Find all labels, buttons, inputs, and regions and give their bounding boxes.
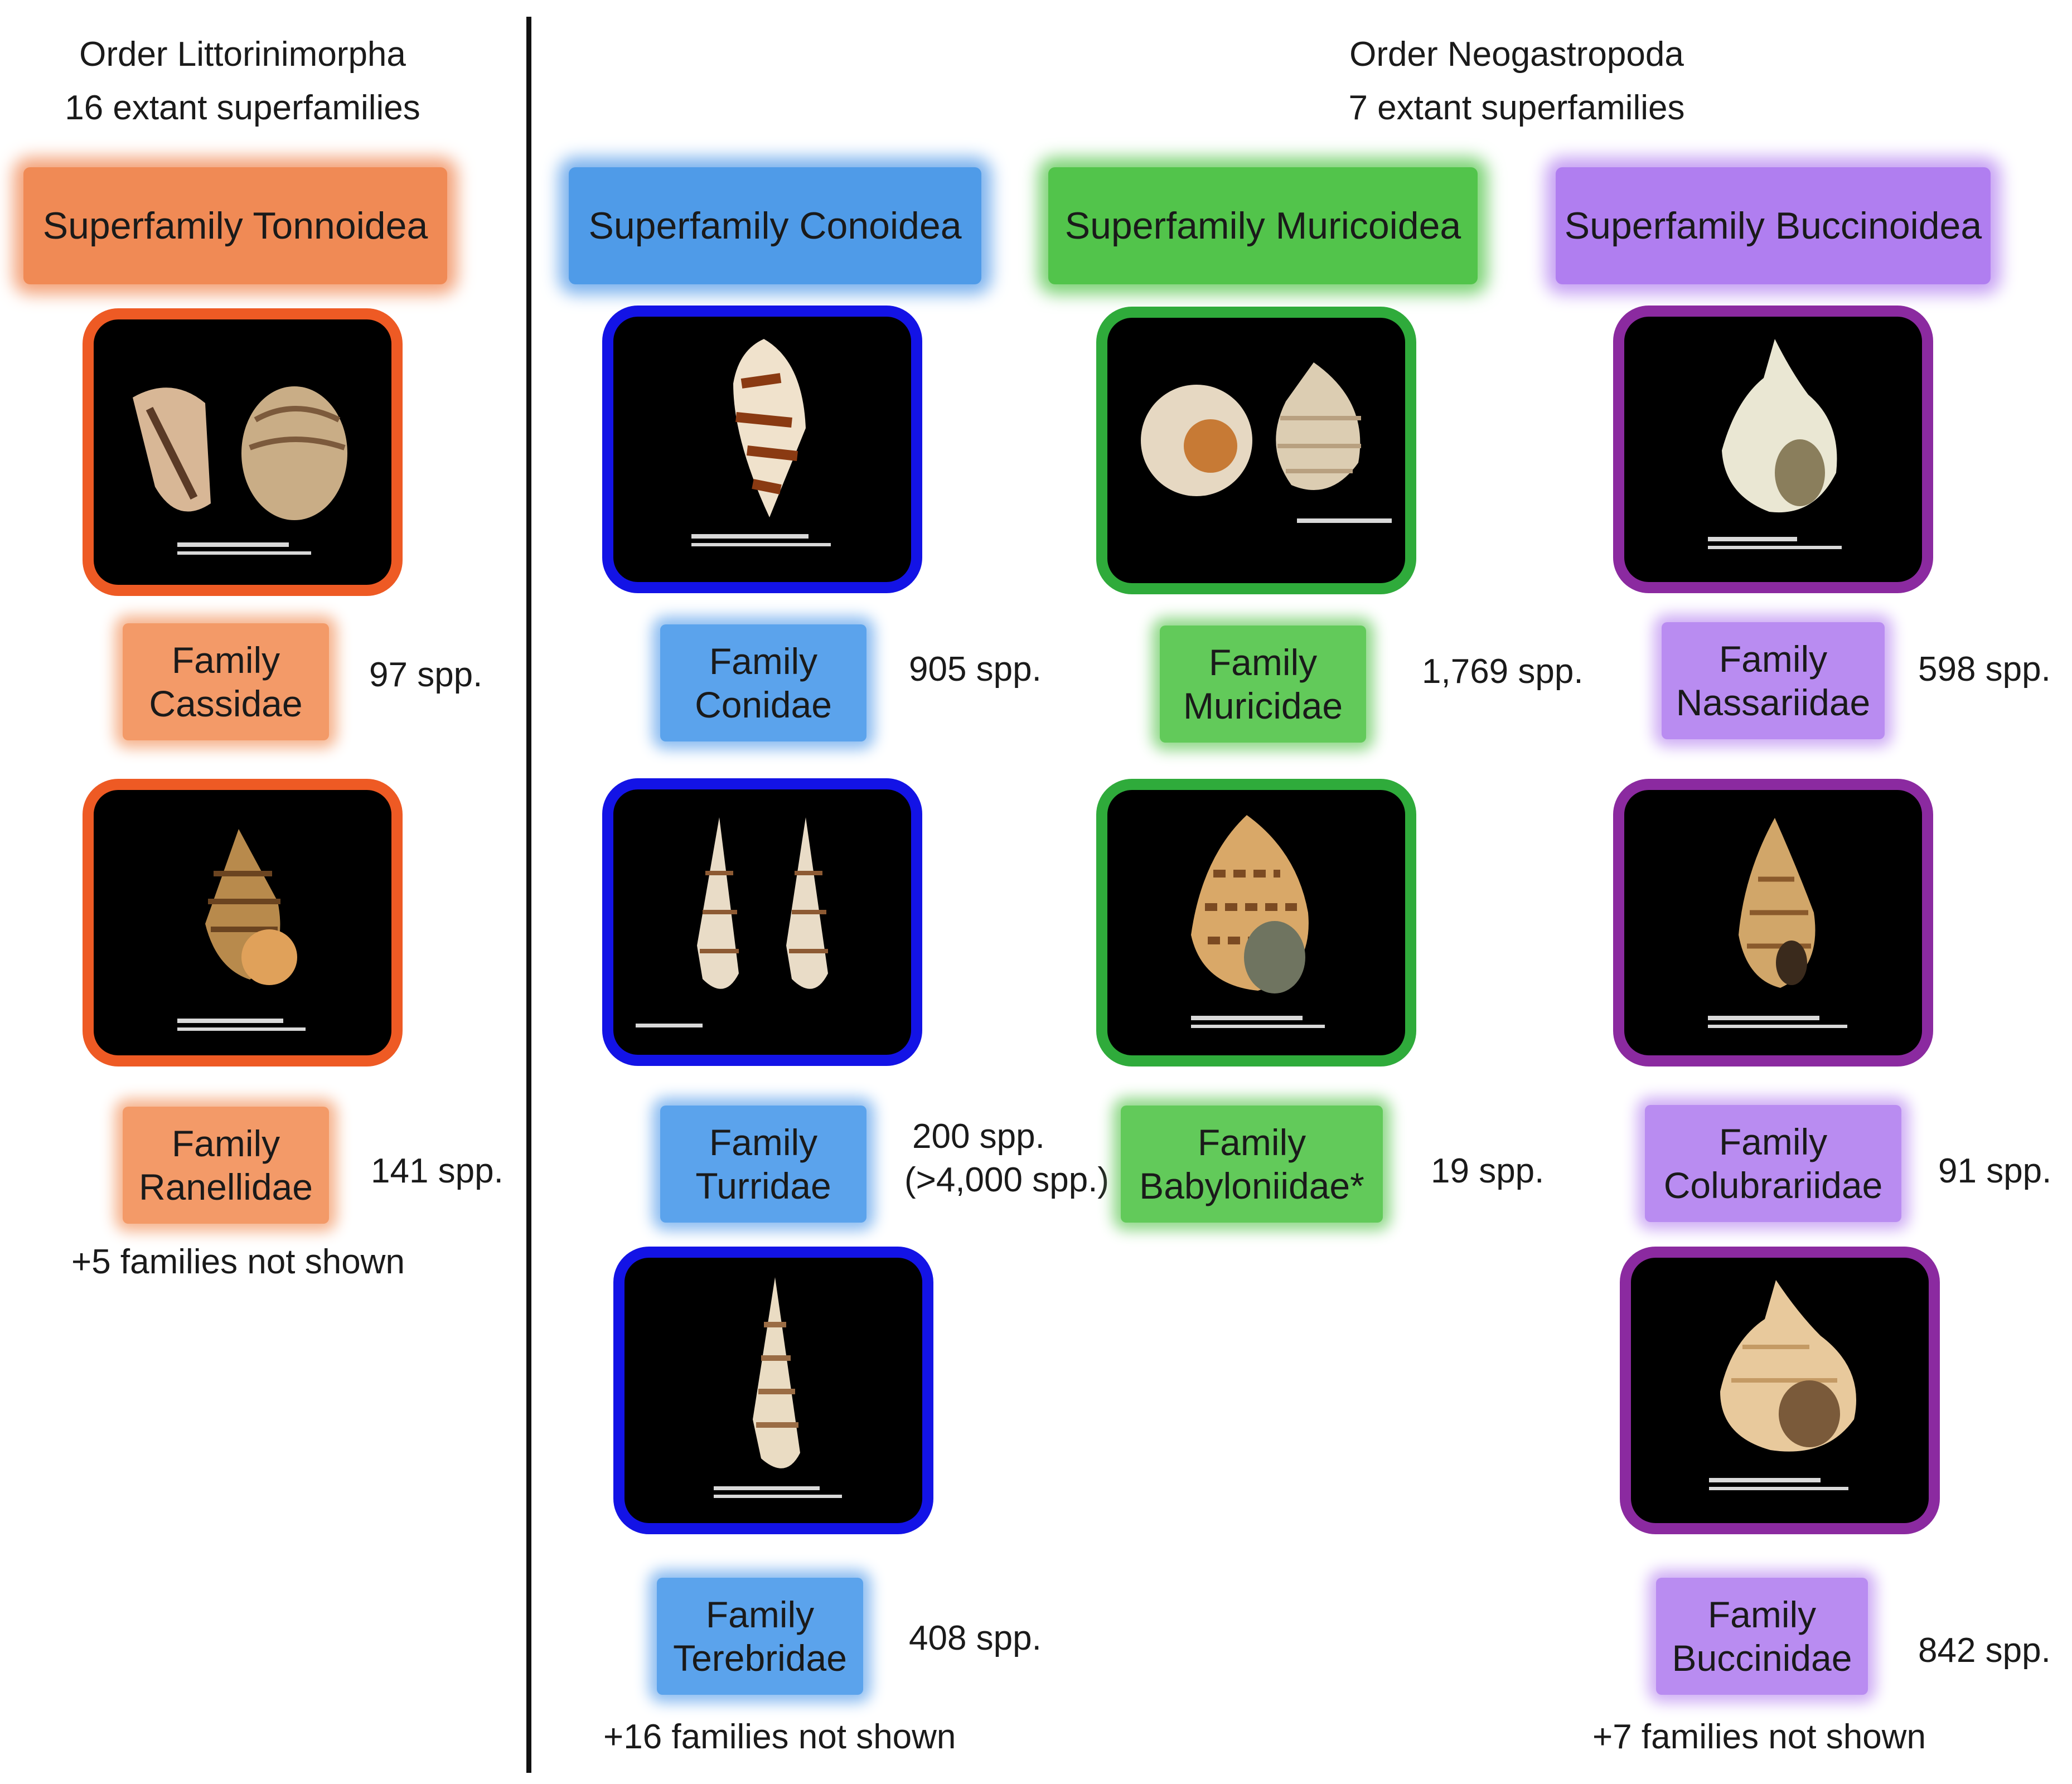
order-name: Order Neogastropoda <box>1349 35 1684 74</box>
order-superfamily-count: 7 extant superfamilies <box>1348 89 1685 127</box>
order-superfamily-count: 16 extant superfamilies <box>65 89 420 127</box>
ranellidae-shell-photo <box>83 779 403 1066</box>
family-label: Family <box>705 1594 815 1635</box>
family-name: Buccinidae <box>1672 1637 1852 1679</box>
species-count-colubrariidae: 91 spp. <box>1938 1152 2052 1190</box>
note-buccinoidea-families-not-shown: +7 families not shown <box>1592 1718 1926 1756</box>
family-terebridae: Family Terebridae <box>657 1578 863 1695</box>
note-conoidea-families-not-shown: +16 families not shown <box>603 1718 956 1756</box>
species-count-turridae: 200 spp. (>4,000 spp.) <box>904 1115 1109 1202</box>
species-count-terebridae: 408 spp. <box>909 1619 1042 1657</box>
species-count-muricidae: 1,769 spp. <box>1422 652 1584 691</box>
terebridae-shell-photo <box>613 1247 933 1534</box>
family-label: Family <box>1718 638 1828 680</box>
family-muricidae: Family Muricidae <box>1160 626 1366 743</box>
family-name: Conidae <box>695 684 832 725</box>
family-label: Family <box>1707 1594 1817 1635</box>
family-name: Cassidae <box>149 683 303 724</box>
family-label: Family <box>709 641 818 682</box>
species-count-alternate: (>4,000 spp.) <box>904 1161 1110 1199</box>
order-divider <box>526 17 531 1773</box>
family-label: Family <box>171 1123 280 1164</box>
nassariidae-shell-photo <box>1613 306 1933 593</box>
family-babyloniidae: Family Babyloniidae* <box>1121 1106 1383 1223</box>
muricidae-shell-photo <box>1096 307 1416 594</box>
order-title-neogastropoda: Order Neogastropoda 7 extant superfamili… <box>1305 28 1729 135</box>
species-count-babyloniidae: 19 spp. <box>1431 1152 1545 1190</box>
family-name: Muricidae <box>1183 685 1343 726</box>
order-name: Order Littorinimorpha <box>79 35 406 74</box>
buccinidae-shell-photo <box>1620 1247 1940 1534</box>
family-colubrariidae: Family Colubrariidae <box>1645 1105 1901 1222</box>
species-count-cassidae: 97 spp. <box>369 656 483 694</box>
family-cassidae: Family Cassidae <box>123 623 329 740</box>
family-label: Family <box>171 639 280 681</box>
family-turridae: Family Turridae <box>660 1106 866 1223</box>
family-name: Nassariidae <box>1676 682 1871 723</box>
species-count-nassariidae: 598 spp. <box>1918 650 2051 689</box>
turridae-shell-photo <box>602 778 922 1066</box>
note-tonnoidea-families-not-shown: +5 families not shown <box>71 1243 405 1281</box>
family-name: Colubrariidae <box>1663 1165 1883 1206</box>
babyloniidae-shell-photo <box>1096 779 1416 1066</box>
superfamily-tonnoidea: Superfamily Tonnoidea <box>23 167 447 284</box>
family-label: Family <box>1718 1121 1828 1162</box>
family-conidae: Family Conidae <box>660 624 866 741</box>
species-count-conidae: 905 spp. <box>909 650 1042 689</box>
family-name: Turridae <box>695 1165 831 1206</box>
family-name: Ranellidae <box>139 1166 313 1208</box>
superfamily-buccinoidea: Superfamily Buccinoidea <box>1556 167 1991 284</box>
superfamily-conoidea: Superfamily Conoidea <box>569 167 981 284</box>
conidae-shell-photo <box>602 306 922 593</box>
family-ranellidae: Family Ranellidae <box>123 1107 329 1224</box>
cassidae-shell-photo <box>83 308 403 596</box>
family-label: Family <box>709 1122 818 1163</box>
family-name: Babyloniidae* <box>1139 1165 1364 1206</box>
family-buccinidae: Family Buccinidae <box>1656 1578 1868 1695</box>
superfamily-muricoidea: Superfamily Muricoidea <box>1048 167 1478 284</box>
colubrariidae-shell-photo <box>1613 779 1933 1066</box>
species-count: 200 spp. <box>912 1117 1045 1156</box>
order-title-littorinimorpha: Order Littorinimorpha 16 extant superfam… <box>33 28 452 135</box>
family-nassariidae: Family Nassariidae <box>1662 622 1885 739</box>
species-count-buccinidae: 842 spp. <box>1918 1631 2051 1670</box>
family-label: Family <box>1208 642 1318 683</box>
family-label: Family <box>1197 1122 1306 1163</box>
family-name: Terebridae <box>673 1637 847 1679</box>
species-count-ranellidae: 141 spp. <box>371 1152 504 1190</box>
